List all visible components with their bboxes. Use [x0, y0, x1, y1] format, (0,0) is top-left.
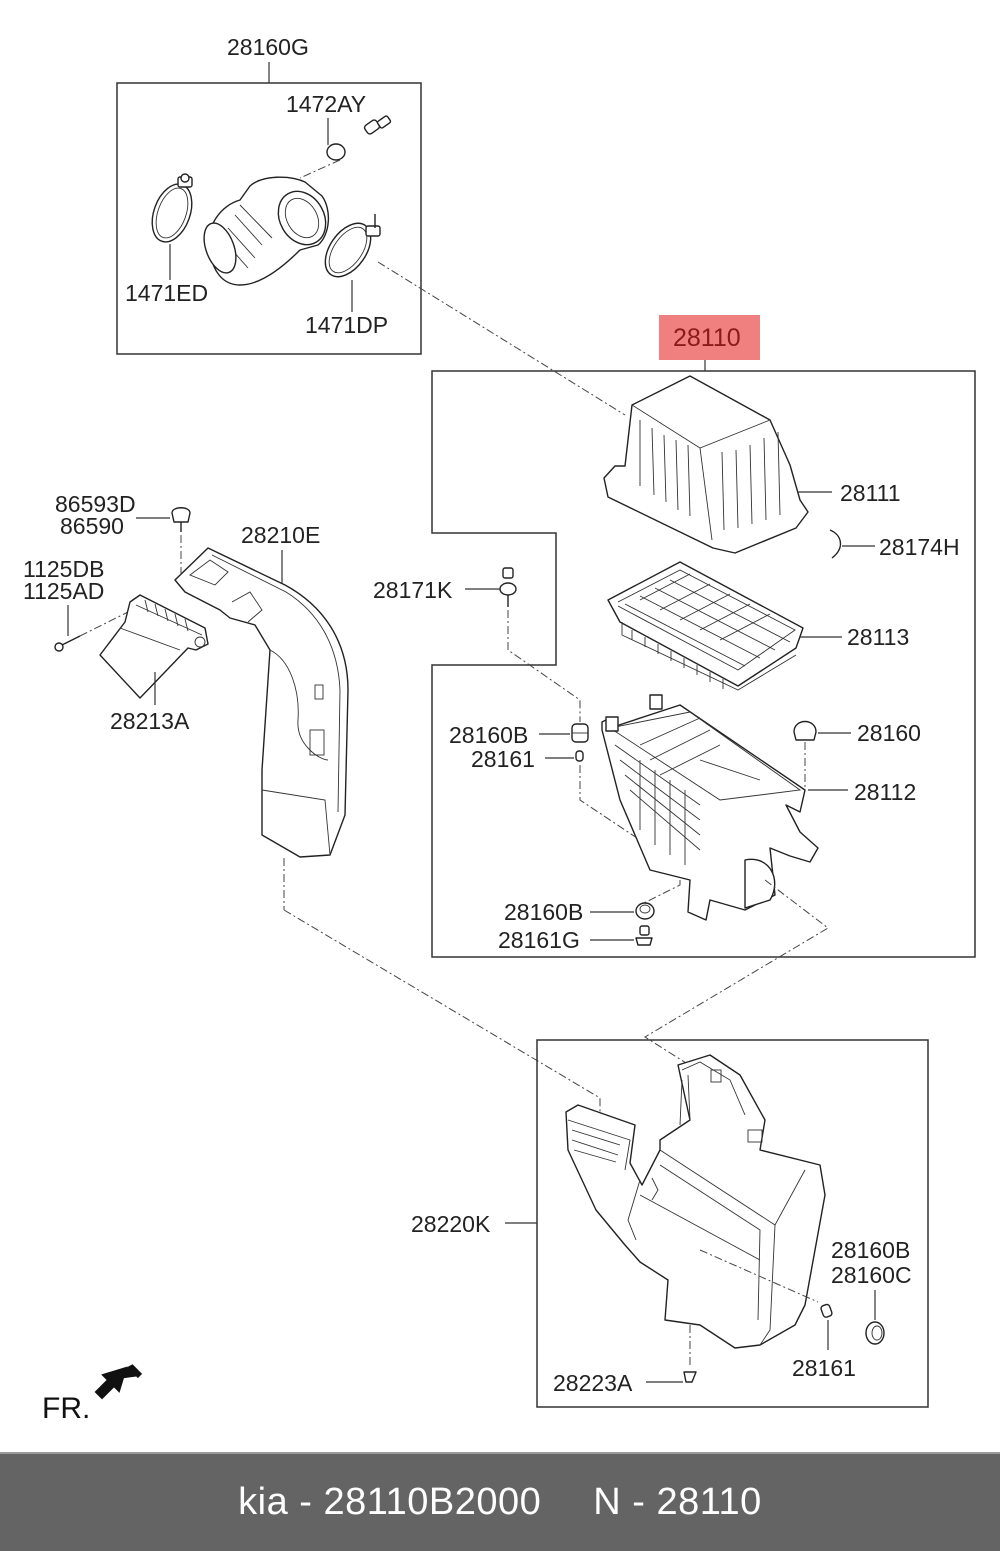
- clip-28223a-icon: [683, 1371, 697, 1383]
- label-28161g[interactable]: 28161G: [498, 927, 580, 953]
- bolt-28171k-icon: [499, 567, 517, 607]
- clip-28174h-icon: [829, 529, 842, 559]
- label-28160[interactable]: 28160: [857, 720, 921, 746]
- label-28171k[interactable]: 28171K: [373, 577, 453, 603]
- lower-case-28112-icon: [601, 694, 819, 921]
- filter-element-28113-icon: [607, 561, 804, 691]
- label-28213a[interactable]: 28213A: [110, 708, 190, 734]
- label-86593d[interactable]: 86593D: [55, 491, 136, 517]
- label-28223a[interactable]: 28223A: [553, 1370, 633, 1396]
- pin-28161-upper-icon: [575, 750, 584, 762]
- fr-label: FR.: [42, 1392, 90, 1425]
- label-28160b-upper[interactable]: 28160B: [449, 722, 528, 748]
- label-28161-lower[interactable]: 28161: [792, 1355, 856, 1381]
- label-28111[interactable]: 28111: [840, 480, 901, 506]
- label-1125ad[interactable]: 1125AD: [23, 578, 104, 604]
- label-1471ed[interactable]: 1471ED: [125, 280, 208, 306]
- label-28160c[interactable]: 28160C: [831, 1262, 912, 1288]
- label-28160g[interactable]: 28160G: [227, 34, 309, 60]
- hose-group-28160g: 28160G 1472AY 1471ED: [116, 34, 422, 355]
- clip-86590-icon: [171, 507, 191, 532]
- label-28113[interactable]: 28113: [847, 624, 909, 650]
- highlight-28110: [659, 315, 760, 360]
- label-28220k[interactable]: 28220K: [411, 1211, 491, 1237]
- screw-28161g-icon: [635, 925, 653, 946]
- group-box-28110: [431, 370, 976, 958]
- label-28210e[interactable]: 28210E: [241, 522, 320, 548]
- parts-diagram: 28160G 1472AY 1471ED: [23, 34, 976, 1425]
- grommet-28160b-lower-icon: [635, 902, 655, 920]
- label-1125db[interactable]: 1125DB: [23, 556, 104, 582]
- footer-bar: kia - 28110B2000 N - 28110: [0, 1452, 1000, 1551]
- label-28160b-lower[interactable]: 28160B: [504, 899, 583, 925]
- front-direction-marker: FR.: [42, 1364, 143, 1425]
- pin-28161-lower-icon: [820, 1303, 833, 1318]
- air-duct-28210e-icon: [174, 547, 349, 858]
- grommet-28160b-upper-icon: [571, 723, 589, 743]
- bolt-1125ad-icon: [54, 635, 81, 652]
- label-86590[interactable]: 86590: [60, 513, 124, 539]
- label-1471dp[interactable]: 1471DP: [305, 312, 388, 338]
- air-cleaner-group-28110: 28110 28111 28174H 28171K: [373, 315, 976, 958]
- clamp-1471dp-icon: [324, 214, 381, 278]
- grommet-28160c-icon: [865, 1321, 885, 1345]
- grommet-28160-icon: [793, 720, 817, 741]
- label-28161-upper[interactable]: 28161: [471, 746, 535, 772]
- air-duct-group-28210e: 28210E 86593D 86590 1125DB 1125AD: [23, 491, 601, 1125]
- footer-part-number: kia - 28110B2000: [238, 1481, 542, 1523]
- air-intake-28213a-icon: [99, 594, 209, 699]
- resonator-group-28220k: 28220K 28161 28160B 28160C: [411, 1039, 929, 1408]
- intake-hose-icon: [203, 176, 329, 286]
- clamp-1472ay-icon: [299, 115, 392, 179]
- resonator-28220k-icon: [565, 1054, 826, 1349]
- label-1472ay[interactable]: 1472AY: [286, 91, 366, 117]
- upper-cover-28111-icon: [603, 375, 809, 554]
- footer-position-ref: N - 28110: [593, 1481, 762, 1523]
- label-28160b-resonator[interactable]: 28160B: [831, 1237, 910, 1263]
- label-28110[interactable]: 28110: [673, 324, 741, 352]
- label-28112[interactable]: 28112: [854, 779, 916, 805]
- clamp-1471ed-icon: [151, 173, 193, 243]
- label-28174h[interactable]: 28174H: [879, 534, 960, 560]
